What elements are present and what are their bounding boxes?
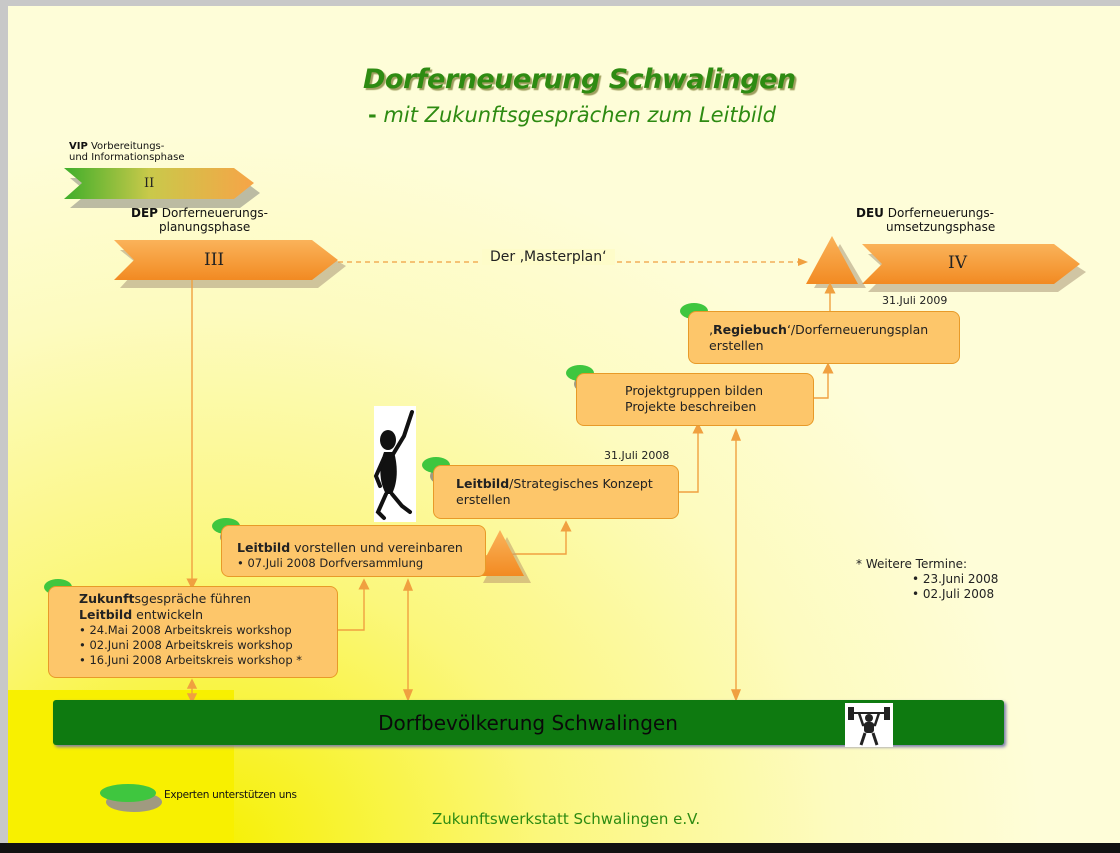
footer: Zukunftswerkstatt Schwalingen e.V.	[432, 810, 701, 828]
triangle-milestone-icon	[806, 236, 866, 288]
list-item: 23.Juni 2008	[912, 572, 999, 587]
slide: Dorferneuerung Schwalingen - mit Zukunft…	[8, 6, 1120, 849]
list-item: 02.Juni 2008 Arbeitskreis workshop	[79, 638, 337, 653]
deu-label: DEU Dorferneuerungs- umsetzungsphase	[856, 206, 996, 234]
list-item: 16.Juni 2008 Arbeitskreis workshop *	[79, 653, 337, 668]
vip-chevron	[64, 168, 260, 208]
page-subtitle: - mit Zukunftsgesprächen zum Leitbild	[368, 103, 776, 127]
connector-4	[814, 362, 834, 399]
legend-label: Experten unterstützen uns	[164, 789, 297, 801]
list-item: 24.Mai 2008 Arbeitskreis workshop	[79, 623, 337, 638]
vip-label: VIP Vorbereitungs- und Informationsphase	[69, 141, 185, 163]
dep-chevron	[114, 240, 346, 288]
page-title: Dorferneuerung Schwalingen	[363, 64, 796, 95]
deu-chevron	[862, 244, 1086, 292]
weightlifter-icon	[845, 703, 893, 747]
step-leitbild-vorstellen: Leitbild vorstellen und vereinbaren 07.J…	[221, 525, 486, 577]
vip-roman: II	[144, 176, 155, 191]
dep-roman: III	[204, 250, 225, 270]
weitere-termine: * Weitere Termine: 23.Juni 2008 02.Juli …	[856, 557, 998, 602]
deu-roman: IV	[948, 253, 967, 273]
step-strategisches-konzept: Leitbild/Strategisches Konzept erstellen	[433, 465, 679, 519]
step-regiebuch: ‚Regiebuch‘/Dorferneuerungsplan erstelle…	[688, 311, 960, 364]
diagram-graphics	[44, 168, 1086, 812]
masterplan-label: Der ‚Masterplan‘	[482, 249, 615, 265]
population-bar-label: Dorfbevölkerung Schwalingen	[378, 711, 678, 735]
regiebuch-date: 31.Juli 2009	[882, 294, 948, 307]
triangle-milestone-icon	[476, 530, 531, 583]
connector-3	[678, 422, 704, 493]
stick-figure-pointing-icon	[373, 406, 416, 522]
step-zukunftsgespraeche: Zukunftsgespräche führen Leitbild entwic…	[48, 586, 338, 678]
step-projektgruppen: Projektgruppen bilden Projekte beschreib…	[576, 373, 814, 426]
connector-1	[338, 578, 370, 631]
konzept-date: 31.Juli 2008	[604, 449, 670, 462]
double-arrows	[186, 428, 742, 704]
list-item: 02.Juli 2008	[912, 587, 998, 602]
population-bar: Dorfbevölkerung Schwalingen	[53, 700, 1004, 747]
bottom-border	[0, 843, 1120, 853]
dep-label: DEP Dorferneuerungs- planungsphase	[131, 206, 268, 234]
list-item: 07.Juli 2008 Dorfversammlung	[237, 556, 485, 571]
